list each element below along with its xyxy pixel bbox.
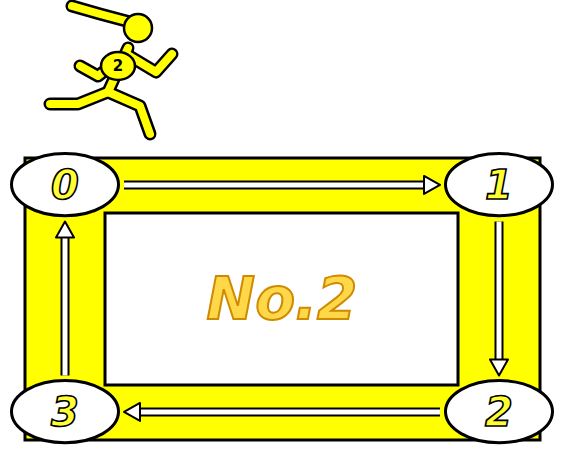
station-number: 2 [485, 390, 513, 434]
flow-arrow [124, 176, 440, 194]
arrow-outline [139, 407, 440, 416]
arrow-head [424, 176, 440, 194]
station-oval: 2 [444, 379, 554, 444]
arrow-head [124, 403, 140, 421]
station-number: 1 [485, 163, 513, 207]
arrow-shaft [63, 237, 68, 376]
arrow-head [56, 222, 74, 238]
station-oval: 0 [10, 152, 120, 217]
arrow-head [490, 359, 508, 375]
arrow-outline [124, 180, 425, 189]
runner-figure [50, 6, 172, 134]
station-oval: 1 [444, 152, 554, 217]
station-number: 3 [51, 390, 79, 434]
arrow-outline [61, 237, 70, 376]
flow-arrow [490, 222, 508, 376]
arrow-shaft [124, 182, 425, 187]
arrow-outline [495, 222, 504, 361]
station-oval: 3 [10, 379, 120, 444]
track-title: No.2 [207, 268, 358, 332]
arrow-shaft [497, 222, 502, 361]
station-number: 0 [51, 163, 79, 207]
flow-arrow [124, 403, 440, 421]
arrow-shaft [139, 409, 440, 414]
flow-arrow [56, 222, 74, 376]
bib-number: 2 [113, 58, 123, 75]
